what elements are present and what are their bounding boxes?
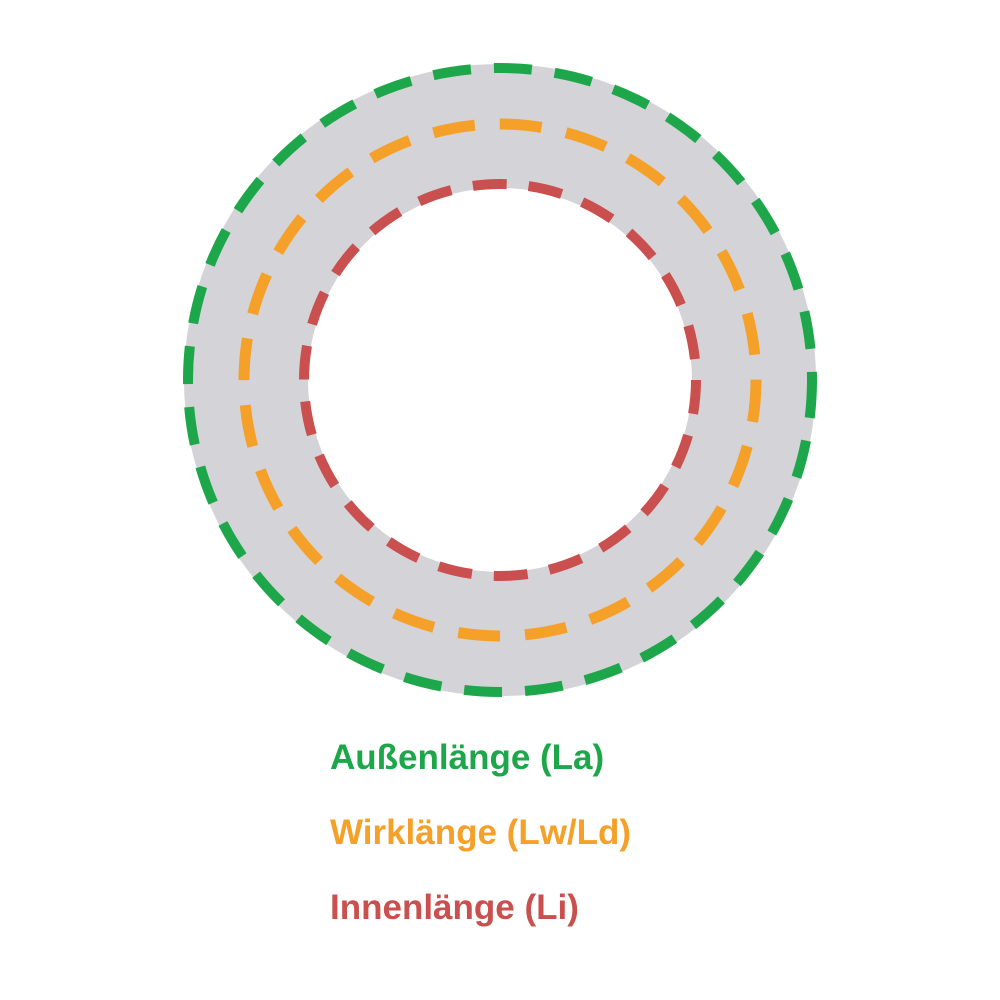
- legend-outer-length: Außenlänge (La): [330, 738, 605, 777]
- effective-length-circle: [238, 118, 762, 642]
- legend: Außenlänge (La) Wirklänge (Lw/Ld) Innenl…: [330, 740, 631, 925]
- outer-length-circle: [183, 63, 817, 697]
- legend-effective-length: Wirklänge (Lw/Ld): [330, 813, 632, 852]
- belt-ring: [184, 64, 816, 696]
- inner-length-circle: [299, 179, 701, 581]
- legend-inner-length: Innenlänge (Li): [330, 888, 579, 927]
